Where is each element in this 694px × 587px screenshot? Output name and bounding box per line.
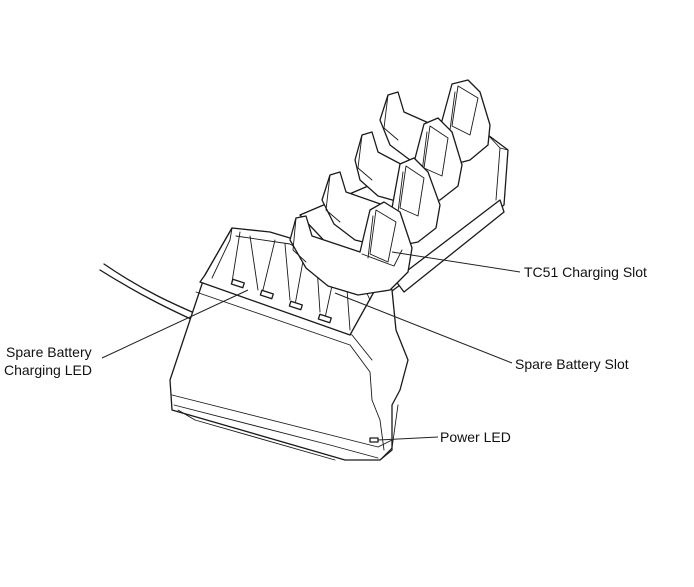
led-1 <box>230 278 245 289</box>
label-tc51-charging-slot: TC51 Charging Slot <box>524 264 647 280</box>
tc51-slot-3 <box>354 117 463 206</box>
label-spare-battery-slot: Spare Battery Slot <box>515 356 629 372</box>
tc51-slot-1 <box>289 201 413 296</box>
tc51-charging-slots <box>289 79 491 296</box>
led-2 <box>259 289 274 300</box>
spare-battery-leds <box>230 278 332 324</box>
led-3 <box>288 300 303 311</box>
power-led <box>369 437 379 443</box>
label-power-led: Power LED <box>440 429 511 445</box>
leader-power-led <box>377 436 439 441</box>
label-spare-battery-led-line1: Spare Battery <box>6 344 92 360</box>
leader-spare-slot <box>334 292 513 364</box>
led-4 <box>317 313 332 324</box>
leader-tc51-slot <box>391 251 521 273</box>
label-spare-battery-led-line2: Charging LED <box>4 362 92 378</box>
leader-spare-led <box>101 289 249 359</box>
